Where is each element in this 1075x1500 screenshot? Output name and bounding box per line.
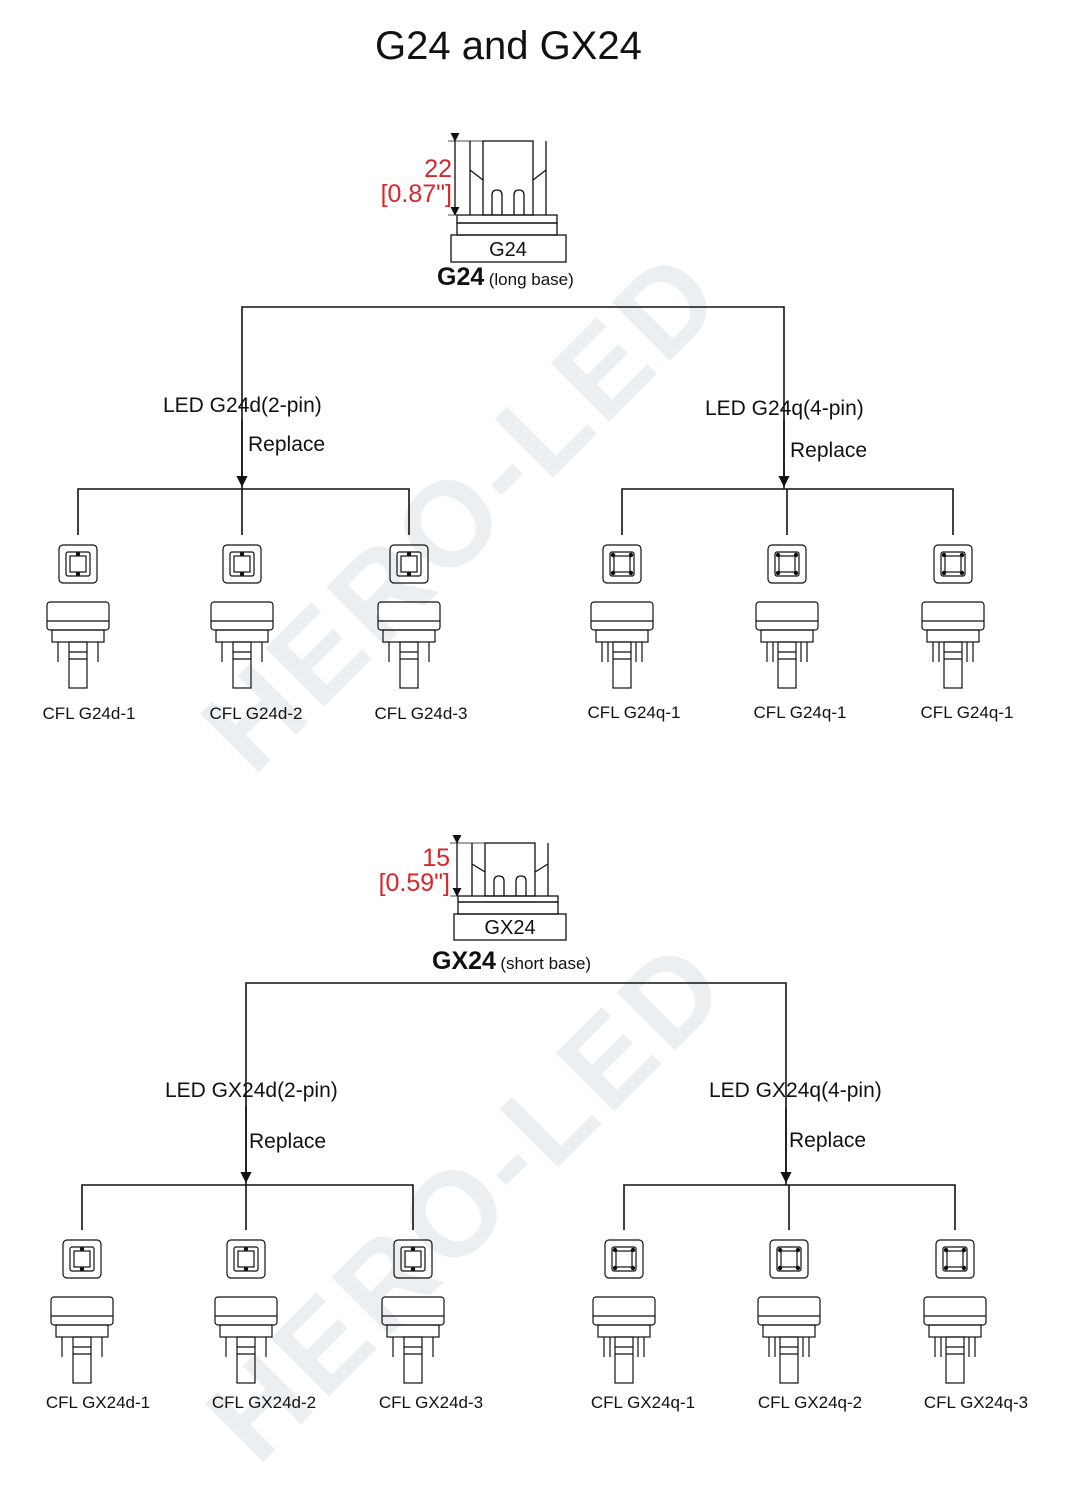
bulb-label: CFL G24q-1	[753, 703, 847, 722]
g24-base-drawing	[448, 132, 567, 263]
g24q-replace-label: Replace	[790, 439, 868, 462]
g24-dimension-inch: [0.87"]	[380, 180, 452, 208]
bulb-label: CFL G24d-1	[42, 704, 136, 723]
cfl-bulb-icon	[590, 544, 654, 689]
cfl-bulb-icon	[923, 1239, 987, 1384]
gx24-base-note: (short base)	[500, 954, 592, 973]
bulb-label: CFL GX24q-3	[923, 1393, 1029, 1412]
g24-base-name: G24	[437, 263, 485, 291]
gx24d-replace-label: Replace	[249, 1130, 327, 1153]
g24-base-note: (long base)	[488, 270, 574, 289]
cfl-bulb-icon	[757, 1239, 821, 1384]
bulb-label: CFL GX24q-2	[757, 1393, 863, 1412]
gx24-tree-lines	[81, 982, 956, 1230]
cfl-bulb-icon	[214, 1239, 278, 1384]
gx24d-branch-label: LED GX24d(2-pin)	[165, 1079, 338, 1102]
bulb-label: CFL G24q-1	[587, 703, 681, 722]
gx24-dimension-mm: 15	[422, 844, 450, 872]
bulb-label: CFL GX24d-1	[45, 1393, 151, 1412]
gx24-base-caption: GX24 (short base)	[432, 947, 591, 976]
cfl-bulb-icon	[210, 544, 274, 689]
g24-dimension-mm: 22	[424, 155, 452, 183]
bulb-label: CFL GX24d-3	[378, 1393, 484, 1412]
cfl-bulb-icon	[755, 544, 819, 689]
cfl-bulb-icon	[46, 544, 110, 689]
gx24-base-label: GX24	[484, 917, 535, 939]
gx24-dimension-inch: [0.59"]	[378, 869, 450, 897]
bulb-label: CFL G24q-1	[920, 703, 1014, 722]
cfl-bulb-icon	[377, 544, 441, 689]
gx24-base-name: GX24	[432, 947, 496, 975]
cfl-bulb-icon	[381, 1239, 445, 1384]
bulb-label: CFL G24d-2	[209, 704, 303, 723]
cfl-bulb-icon	[50, 1239, 114, 1384]
page-title: G24 and GX24	[375, 24, 642, 68]
bulb-label: CFL GX24d-2	[211, 1393, 317, 1412]
gx24q-replace-label: Replace	[789, 1129, 867, 1152]
bulb-label: CFL GX24q-1	[590, 1393, 696, 1412]
g24-base-label: G24	[489, 239, 527, 261]
g24d-replace-label: Replace	[248, 433, 326, 456]
bulb-label: CFL G24d-3	[374, 704, 468, 723]
g24-base-caption: G24 (long base)	[437, 263, 574, 292]
cfl-bulb-icon	[921, 544, 985, 689]
gx24-base-drawing	[450, 834, 567, 941]
cfl-bulb-icon	[592, 1239, 656, 1384]
g24-tree-lines	[77, 306, 954, 535]
gx24q-branch-label: LED GX24q(4-pin)	[709, 1079, 882, 1102]
